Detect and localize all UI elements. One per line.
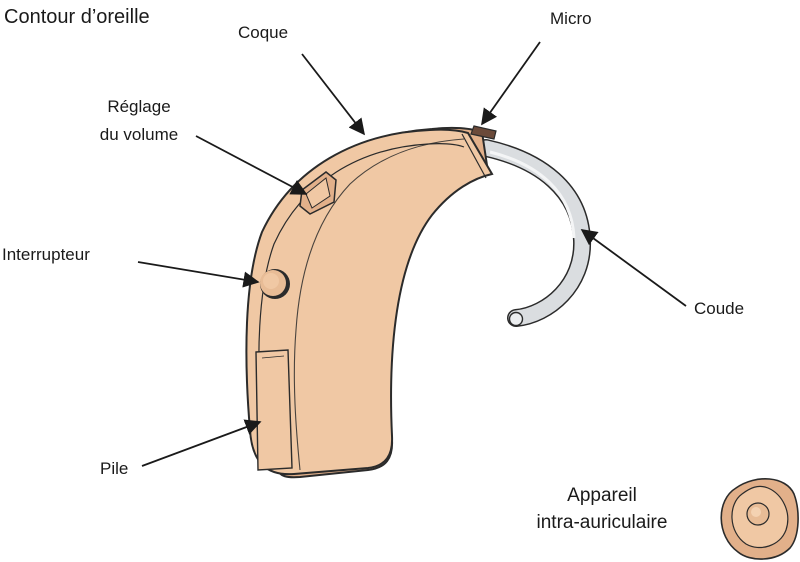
- label-coque: Coque: [238, 23, 289, 42]
- arrow-micro: [481, 41, 541, 126]
- arrow-pile: [141, 419, 262, 467]
- arrow-interrupteur: [137, 261, 260, 288]
- micro-port: [470, 125, 497, 140]
- label-itc: Appareil intra-auriculaire: [512, 482, 692, 536]
- label-pile: Pile: [100, 459, 129, 478]
- volume-wheel: [299, 171, 337, 215]
- label-itc-line1: Appareil: [567, 485, 637, 506]
- label-coude: Coude: [694, 299, 745, 318]
- label-micro: Micro: [550, 9, 592, 28]
- interrupteur-button: [260, 269, 290, 299]
- arrow-coque: [301, 53, 365, 136]
- coque-shell: [245, 128, 494, 476]
- arrow-coude: [580, 229, 687, 307]
- label-interrupteur: Interrupteur: [2, 245, 90, 264]
- itc-device: [720, 478, 799, 560]
- diagram-title: Contour d’oreille: [4, 6, 150, 28]
- arrow-reglage: [195, 135, 308, 195]
- label-itc-line2: intra-auriculaire: [536, 512, 668, 533]
- pile-door: [255, 349, 293, 471]
- label-reglage-line1: Réglage: [107, 97, 171, 116]
- coude-tube: [477, 139, 592, 327]
- label-reglage: Réglage du volume: [84, 96, 194, 146]
- leader-lines: [137, 41, 687, 467]
- label-reglage-line2: du volume: [99, 125, 179, 144]
